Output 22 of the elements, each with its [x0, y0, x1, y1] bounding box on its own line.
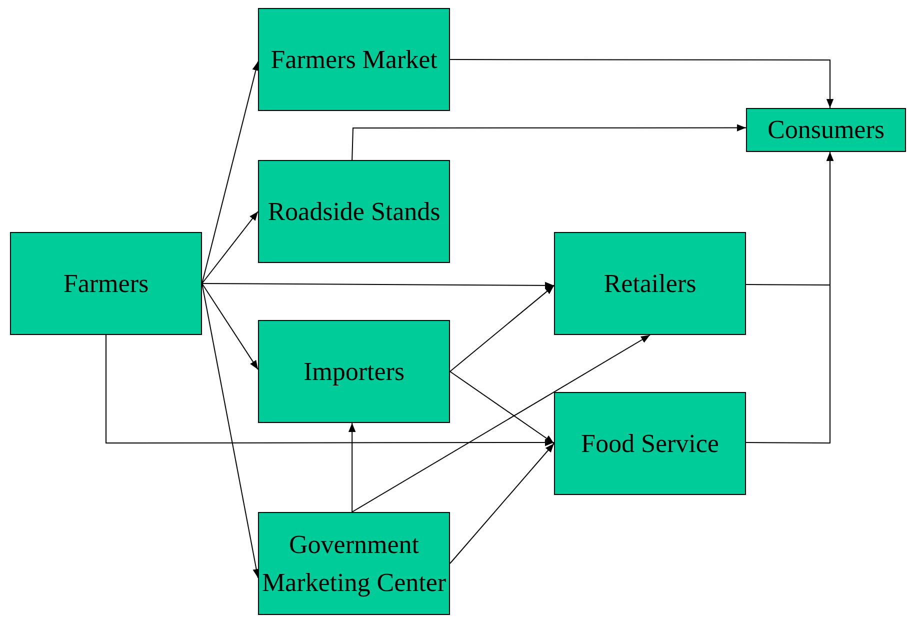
arrow — [106, 334, 554, 446]
arrow — [450, 371, 554, 444]
process-box: Retailers — [554, 232, 746, 335]
process-box: Food Service — [554, 392, 746, 495]
process-box: Farmers Market — [258, 8, 450, 111]
arrow — [450, 285, 554, 372]
arrow — [202, 211, 258, 284]
arrow — [202, 283, 258, 370]
process-box: Importers — [258, 320, 450, 423]
arrow — [746, 152, 834, 444]
process-box: Consumers — [746, 108, 906, 152]
arrow — [348, 422, 356, 512]
arrow — [202, 282, 554, 290]
arrow — [450, 443, 554, 564]
process-box: Roadside Stands — [258, 160, 450, 263]
process-box: Government Marketing Center — [258, 512, 450, 615]
arrow — [352, 124, 746, 160]
arrow — [450, 59, 834, 108]
arrow — [202, 283, 260, 578]
process-box: Farmers — [10, 232, 202, 335]
arrow — [202, 61, 260, 284]
arrow — [352, 334, 650, 512]
